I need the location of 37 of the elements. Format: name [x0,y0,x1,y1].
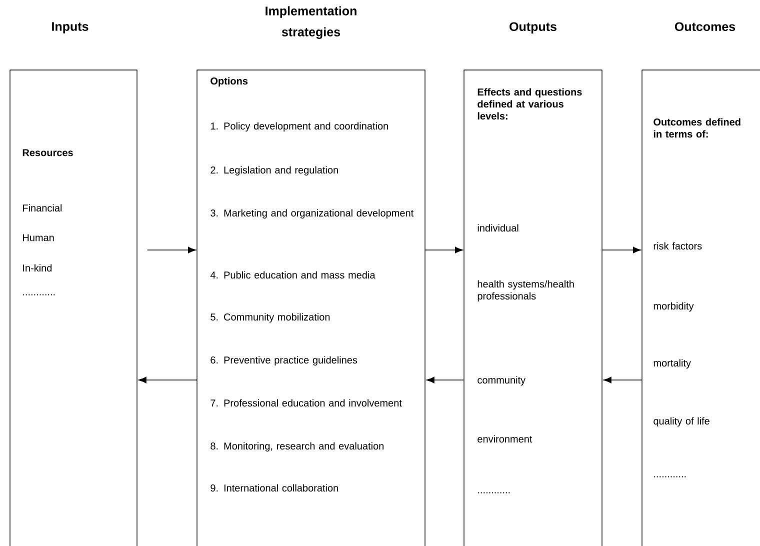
arrow [138,376,198,384]
column-heading: Inputs [52,22,88,34]
list-item: individual [478,224,518,232]
list-item: risk factors [654,242,702,250]
numbered-item: 1. Policy development and coordination [210,122,388,132]
numbered-item: 3. Marketing and organizational development [210,209,414,219]
column-heading: Outcomes [674,22,736,32]
column-heading: Implementation strategies [266,6,356,39]
list-item: mortality [654,359,691,369]
arrow [147,246,196,254]
arrow [426,376,464,384]
list-item: quality of life [654,417,710,427]
numbered-item: 4. Public education and mass media [210,271,376,279]
numbered-item: 9. International collaboration [210,484,338,492]
list-item: In-kind [23,264,52,272]
list-item: health systems/health professionals [478,280,574,302]
list-item: ............ [478,492,510,494]
numbered-item: 8. Monitoring, research and evaluation [210,442,384,452]
list-item: morbidity [654,302,694,312]
list-item: Human [23,234,54,242]
numbered-item: 5. Community mobilization [210,313,330,323]
arrow [603,376,642,384]
list-item: Financial [23,204,62,212]
list-item: ............ [23,294,55,296]
box-heading: Outcomes defined in terms of: [654,118,740,138]
numbered-item: 6. Preventive practice guidelines [210,356,358,366]
numbered-item: 2. Legislation and regulation [210,166,338,176]
list-item: environment [478,435,532,443]
numbered-item: 7. Professional education and involvement [210,399,402,407]
arrow [425,246,463,254]
box-heading: Effects and questions defined at various levels: [478,88,582,120]
list-item: ............ [654,476,686,478]
list-item: community [478,376,526,386]
column-heading: Outputs [510,22,556,34]
arrow [602,246,641,254]
box-heading: Resources [22,149,73,156]
box-heading: Options [210,77,248,87]
